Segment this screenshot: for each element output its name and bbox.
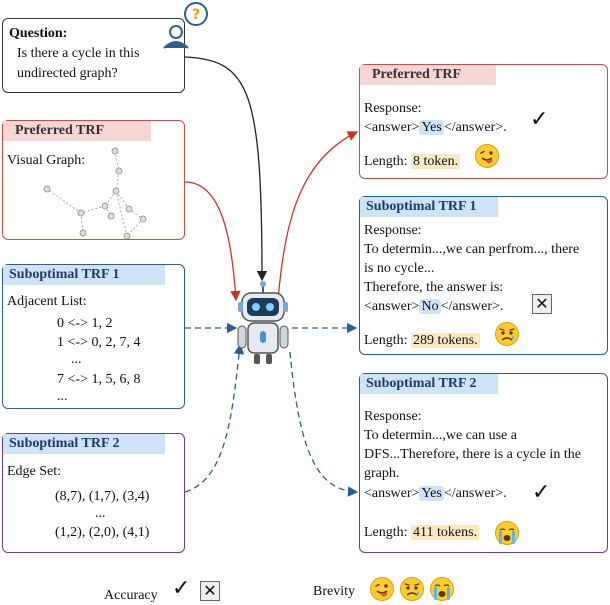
legend-sad-face-emoji-icon <box>400 577 424 601</box>
right-sub1-answer: <answer>No</answer>. <box>364 297 503 316</box>
question-line-1: Is there a cycle in this <box>17 46 140 61</box>
right-sub1-line-1: To determin...,we can perfrom..., there <box>364 242 580 257</box>
right-preferred-title: Preferred TRF <box>360 65 496 85</box>
left-sub1-box: Suboptimal TRF 1 Adjacent List: 0 <-> 1,… <box>2 264 185 409</box>
svg-text:?: ? <box>192 7 200 23</box>
right-sub2-response-label: Response: <box>364 409 422 424</box>
left-sub1-body: Adjacent List: <box>7 294 87 309</box>
legend-brevity-label: Brevity <box>313 584 355 599</box>
sad-face-emoji-icon <box>495 322 519 346</box>
left-sub2-box: Suboptimal TRF 2 Edge Set: (8,7), (1,7),… <box>2 433 185 553</box>
legend-accuracy-label: Accuracy <box>104 588 158 603</box>
right-sub2-title: Suboptimal TRF 2 <box>360 374 498 394</box>
answer-value: Yes <box>419 486 444 501</box>
tongue-out-emoji-icon <box>475 144 499 168</box>
right-preferred-answer: <answer>Yes</answer>. <box>364 118 507 137</box>
answer-open-tag: <answer> <box>364 299 420 314</box>
answer-open-tag: <answer> <box>364 486 420 501</box>
left-sub1-title: Suboptimal TRF 1 <box>3 265 165 285</box>
answer-open-tag: <answer> <box>364 120 420 135</box>
left-preferred-title: Preferred TRF <box>3 121 151 141</box>
answer-value: No <box>419 299 441 314</box>
legend-crying-face-emoji-icon <box>430 577 454 601</box>
left-sub2-body: Edge Set: <box>7 464 62 479</box>
left-sub2-title: Suboptimal TRF 2 <box>3 434 165 454</box>
right-preferred-length: Length: 8 token. <box>364 152 461 171</box>
legend-tongue-out-emoji-icon <box>370 577 394 601</box>
check-mark-icon: ✓ <box>530 107 549 132</box>
answer-close-tag: </answer>. <box>440 299 504 314</box>
visual-graph <box>43 147 147 240</box>
right-sub2-line-3: graph. <box>364 466 400 481</box>
right-sub1-title: Suboptimal TRF 1 <box>360 197 498 217</box>
length-label: Length: <box>364 525 408 540</box>
right-sub2-box: Suboptimal TRF 2 Response: To determin..… <box>359 373 608 553</box>
adj-line-5: ... <box>57 389 68 404</box>
cross-mark-icon: ✕ <box>532 294 552 314</box>
adj-line-2: 1 <-> 0, 2, 7, 4 <box>57 335 141 350</box>
question-box: Question: Is there a cycle in this undir… <box>2 18 185 93</box>
crying-face-emoji-icon <box>495 521 519 545</box>
right-sub2-answer: <answer>Yes</answer>. <box>364 484 507 503</box>
right-preferred-box: Preferred TRF Response: <answer>Yes</ans… <box>359 64 608 179</box>
length-value: 411 tokens. <box>411 525 480 540</box>
right-sub1-line-2: is no cycle... <box>364 261 435 276</box>
legend-cross-icon: ✕ <box>200 581 220 601</box>
length-label: Length: <box>364 333 408 348</box>
preferred-output-arrow <box>277 131 359 301</box>
edge-line-1: (8,7), (1,7), (3,4) <box>55 489 150 504</box>
adj-line-1: 0 <-> 1, 2 <box>57 316 113 331</box>
edge-line-3: (1,2), (2,0), (4,1) <box>55 525 150 540</box>
legend-check-icon: ✓ <box>172 576 191 601</box>
left-preferred-box: Preferred TRF Visual Graph: <box>2 120 185 240</box>
right-sub2-line-1: To determin...,we can use a <box>364 428 517 443</box>
length-value: 8 token. <box>411 154 461 169</box>
answer-value: Yes <box>419 120 444 135</box>
length-value: 289 tokens. <box>411 333 480 348</box>
right-sub1-line-3: Therefore, the answer is: <box>364 280 504 295</box>
adj-line-3: ... <box>71 352 82 367</box>
right-sub1-response-label: Response: <box>364 223 422 238</box>
answer-close-tag: </answer>. <box>443 486 507 501</box>
length-label: Length: <box>364 154 408 169</box>
question-label: Question: <box>9 26 68 41</box>
left-preferred-body: Visual Graph: <box>7 153 86 168</box>
answer-close-tag: </answer>. <box>443 120 507 135</box>
sub2-output-arrow <box>289 351 359 497</box>
right-sub1-length: Length: 289 tokens. <box>364 331 480 350</box>
question-arrow <box>184 56 268 282</box>
question-line-2: undirected graph? <box>17 66 118 81</box>
check-mark-icon: ✓ <box>532 480 551 505</box>
right-sub1-box: Suboptimal TRF 1 Response: To determin..… <box>359 196 608 355</box>
right-sub2-length: Length: 411 tokens. <box>364 523 480 542</box>
right-sub2-line-2: DFS...Therefore, there is a cycle in the <box>364 447 581 462</box>
right-preferred-response-label: Response: <box>364 101 422 116</box>
sub2-input-arrow <box>184 343 245 493</box>
preferred-input-arrow <box>184 181 241 302</box>
edge-line-2: ... <box>95 506 106 521</box>
adj-line-4: 7 <-> 1, 5, 6, 8 <box>57 372 141 387</box>
